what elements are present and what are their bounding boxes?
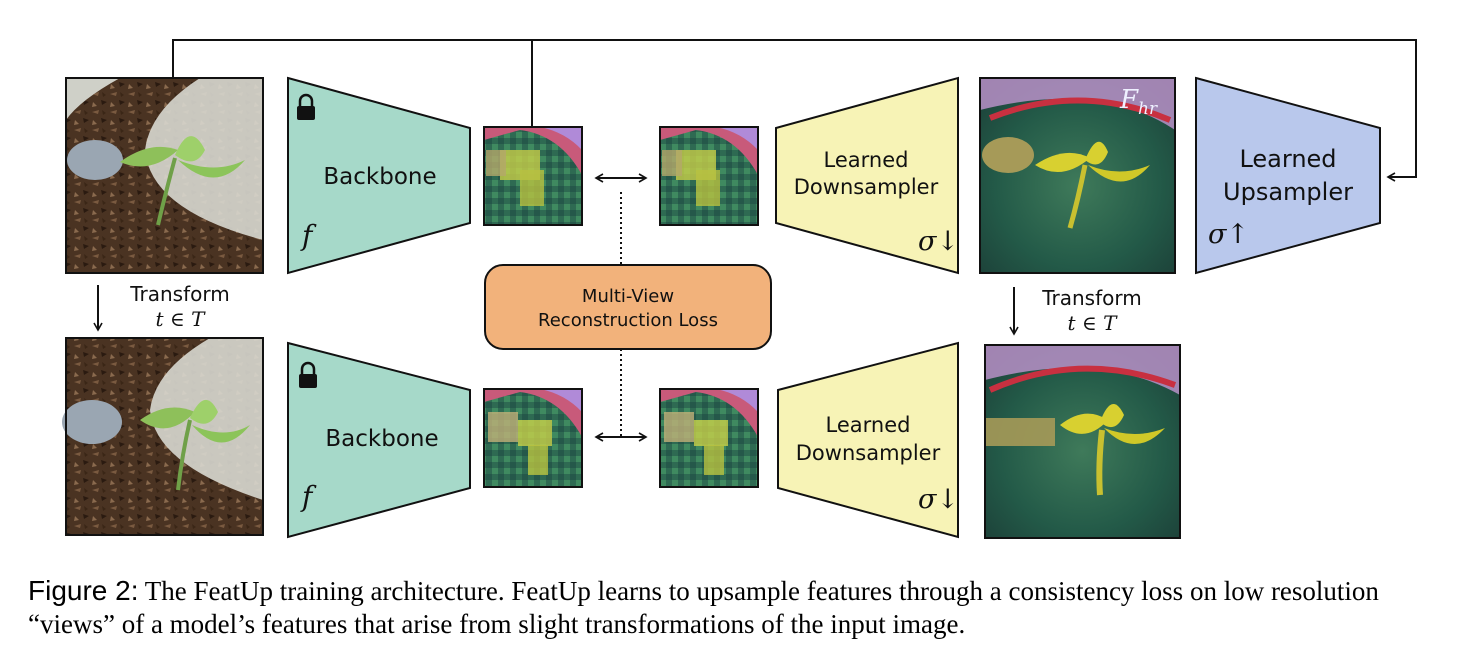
high-res-features: Fhr [979, 77, 1176, 274]
featup-architecture-diagram: Backbone f Learned Downsampler σ↓ [62, 39, 1417, 539]
downsampler-symbol: σ↓ [918, 484, 959, 515]
multi-view-loss-box: Multi-View Reconstruction Loss [484, 264, 772, 350]
transformed-input-image [62, 337, 264, 536]
loss-label-line2: Reconstruction Loss [538, 310, 718, 331]
downsampled-feature-map [659, 126, 759, 226]
lock-icon [297, 93, 315, 120]
caption-text: The FeatUp training architecture. FeatUp… [28, 576, 1379, 639]
transformed-high-res-features [984, 344, 1181, 539]
skip-connection-line [172, 39, 1417, 182]
loss-label-line1: Multi-View [582, 286, 674, 307]
upsampler-block: Learned Upsampler σ↑ [1195, 76, 1381, 275]
downsampler-block-top: Learned Downsampler σ↓ [775, 76, 959, 275]
upsampler-symbol: σ↑ [1208, 219, 1249, 250]
backbone-label: Backbone [323, 164, 436, 190]
backbone-block-bottom: Backbone f [287, 341, 471, 539]
backbone-block-top: Backbone f [287, 76, 471, 275]
downsampler-label-line2: Downsampler [796, 441, 941, 465]
transform-label-right: Transform [1041, 286, 1141, 310]
figure-label: Figure 2: [28, 575, 139, 606]
upsampler-label-line1: Learned [1239, 145, 1336, 173]
downsampler-label-line2: Downsampler [794, 175, 939, 199]
downsampled-feature-map-bottom [659, 388, 759, 488]
backbone-label: Backbone [325, 426, 438, 452]
low-res-feature-map-bottom [483, 388, 583, 488]
transform-label-left: Transform [129, 282, 229, 306]
transform-math-left: t ∈ T [156, 307, 207, 331]
downsampler-block-bottom: Learned Downsampler σ↓ [777, 341, 959, 539]
downsampler-symbol: σ↓ [918, 226, 959, 257]
low-res-feature-map [483, 126, 583, 226]
lock-icon [299, 361, 317, 388]
input-image [65, 77, 264, 274]
upsampler-label-line2: Upsampler [1223, 178, 1353, 206]
figure-caption: Figure 2: The FeatUp training architectu… [28, 574, 1468, 641]
transform-math-right: t ∈ T [1068, 311, 1119, 335]
downsampler-label-line1: Learned [826, 413, 911, 437]
downsampler-label-line1: Learned [824, 148, 909, 172]
